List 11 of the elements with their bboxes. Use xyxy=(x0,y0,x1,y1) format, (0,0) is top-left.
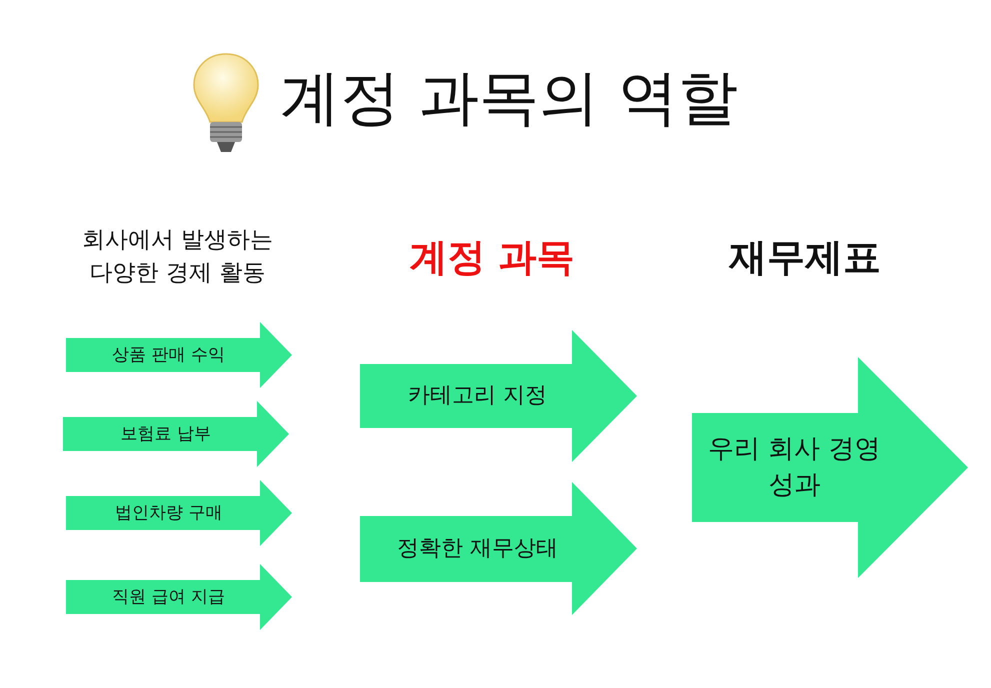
arrow-label: 카테고리 지정 xyxy=(406,382,548,410)
column-heading: 회사에서 발생하는 다양한 경제 활동 xyxy=(80,226,274,288)
column-heading: 재무제표 xyxy=(728,234,882,281)
arrow-label: 보험료 납부 xyxy=(119,422,212,446)
arrow-label: 법인차량 구매 xyxy=(114,502,224,525)
title: 계정 과목의 역할 xyxy=(280,62,738,135)
arrow-label: 직원 급여 지급 xyxy=(111,586,226,609)
column-heading: 계정 과목 xyxy=(408,234,576,281)
arrow-label: 정확한 재무상태 xyxy=(396,535,559,564)
arrow-label: 상품 판매 수익 xyxy=(111,344,226,367)
arrow-label: 우리 회사 경영 성과 xyxy=(706,433,882,502)
